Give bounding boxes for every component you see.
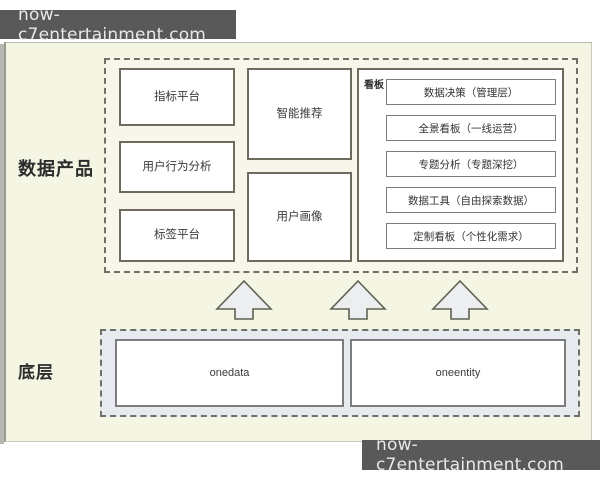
dashboard-item-data-tools[interactable]: 数据工具（自由探索数据）: [386, 187, 556, 213]
up-arrow-icon-left: [215, 279, 273, 320]
row-label-data-products: 数据产品: [18, 159, 94, 179]
node-user-behavior-analysis[interactable]: 用户行为分析: [119, 141, 235, 193]
up-arrow-icon-center: [329, 279, 387, 320]
dashboard-item-custom-board[interactable]: 定制看板（个性化需求）: [386, 223, 556, 249]
dashboard-group-title: 看板: [364, 80, 384, 91]
node-onedata[interactable]: onedata: [115, 339, 344, 407]
watermark-top: now-c7entertainment.com: [0, 5, 236, 45]
watermark-bottom: now-c7entertainment.com: [362, 435, 600, 475]
dashboard-group: 看板 数据决策（管理层） 全景看板（一线运营） 专题分析（专题深挖） 数据工具（…: [357, 68, 564, 262]
row-label-base-layer: 底层: [18, 363, 54, 382]
node-oneentity[interactable]: oneentity: [350, 339, 566, 407]
node-smart-recommendation[interactable]: 智能推荐: [247, 68, 352, 160]
dashboard-item-topic-analysis[interactable]: 专题分析（专题深挖）: [386, 151, 556, 177]
dashboard-item-panoramic-board[interactable]: 全景看板（一线运营）: [386, 115, 556, 141]
node-user-portrait[interactable]: 用户画像: [247, 172, 352, 262]
dashboard-item-data-decision[interactable]: 数据决策（管理层）: [386, 79, 556, 105]
up-arrow-icon-right: [431, 279, 489, 320]
node-tag-platform[interactable]: 标签平台: [119, 209, 235, 262]
node-metric-platform[interactable]: 指标平台: [119, 68, 235, 126]
frame-shadow: [0, 44, 4, 444]
